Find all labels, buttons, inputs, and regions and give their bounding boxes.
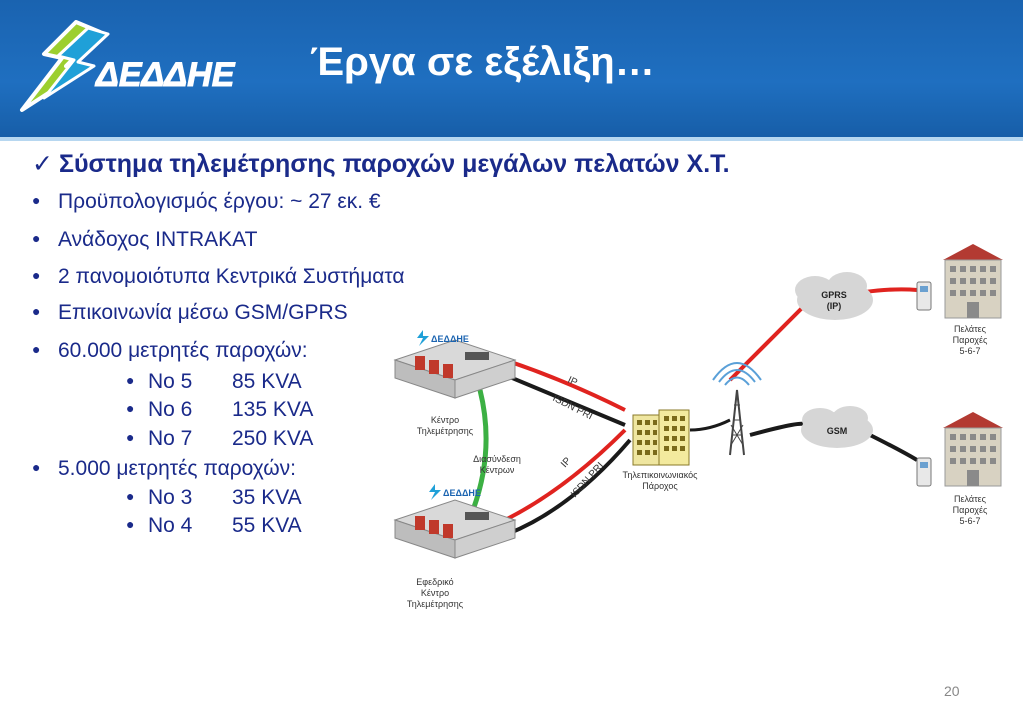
section-heading-text: Σύστημα τηλεμέτρησης παροχών μεγάλων πελ… xyxy=(58,150,730,178)
svg-text:5-6-7: 5-6-7 xyxy=(959,516,980,526)
svg-text:Παροχές: Παροχές xyxy=(953,505,988,515)
ip-line-top xyxy=(504,358,626,412)
deddie-mini-logo-icon: ΔΕΔΔΗΕ xyxy=(417,330,469,346)
section-heading: ✓Σύστημα τηλεμέτρησης παροχών μεγάλων πε… xyxy=(32,149,730,179)
customer-building-icon xyxy=(916,244,1003,319)
svg-text:Εφεδρικό: Εφεδρικό xyxy=(416,577,453,587)
gsm-line-right xyxy=(869,433,919,462)
gsm-cloud-icon xyxy=(801,406,873,448)
svg-text:Κέντρο: Κέντρο xyxy=(431,415,459,425)
ip-label: IP xyxy=(566,375,580,389)
isdn-line-top xyxy=(504,373,626,427)
list-item: ●Ανάδοχος INTRAKAT xyxy=(32,228,258,251)
deddie-logo: ΔΕΔΔΗΕ xyxy=(20,20,236,112)
antenna-tower-icon xyxy=(712,362,762,456)
bullet-icon: ● xyxy=(32,341,41,357)
page-title: Έργα σε εξέλιξη… xyxy=(310,40,655,84)
ip-line-bottom xyxy=(504,428,627,522)
checkmark-icon: ✓ xyxy=(32,150,53,178)
svg-text:ΔΕΔΔΗΕ: ΔΕΔΔΗΕ xyxy=(94,56,236,94)
bullet-icon: ● xyxy=(126,372,135,388)
bullet-icon: ● xyxy=(32,230,41,246)
bullet-icon: ● xyxy=(126,400,135,416)
bullet-icon: ● xyxy=(32,303,41,319)
control-center-icon xyxy=(393,339,517,399)
list-item: ●5.000 μετρητές παροχών: xyxy=(32,457,296,480)
svg-text:Πάροχος: Πάροχος xyxy=(642,481,678,491)
svg-text:Πελάτες: Πελάτες xyxy=(954,494,987,504)
bullet-icon: ● xyxy=(126,488,135,504)
customer-building-icon xyxy=(916,412,1003,487)
svg-text:GSM: GSM xyxy=(827,426,848,436)
backup-center-icon xyxy=(393,499,517,559)
svg-text:Κέντρο: Κέντρο xyxy=(421,588,449,598)
svg-text:Τηλεμέτρησης: Τηλεμέτρησης xyxy=(407,599,464,609)
svg-text:5-6-7: 5-6-7 xyxy=(959,346,980,356)
svg-text:ΔΕΔΔΗΕ: ΔΕΔΔΗΕ xyxy=(443,488,481,498)
bullet-icon: ● xyxy=(32,459,41,475)
bullet-icon: ● xyxy=(126,429,135,445)
gsm-line-left xyxy=(749,421,807,437)
svg-text:Διασύνδεση: Διασύνδεση xyxy=(473,454,521,464)
bullet-icon: ● xyxy=(32,192,41,208)
network-diagram: IP ISDN PRI IP ISDN PRI ΔΕΔΔΗΕ Κέντρο Τη… xyxy=(393,244,1003,609)
center-link-line xyxy=(470,389,489,511)
svg-text:Τηλεμέτρησης: Τηλεμέτρησης xyxy=(417,426,474,436)
list-item: ●Προϋπολογισμός έργου: ~ 27 εκ. € xyxy=(32,190,381,213)
svg-text:GPRS: GPRS xyxy=(821,290,847,300)
list-item: ●60.000 μετρητές παροχών: xyxy=(32,339,308,362)
svg-text:Παροχές: Παροχές xyxy=(953,335,988,345)
header-bar xyxy=(0,0,1023,137)
gprs-cloud-icon xyxy=(795,272,873,320)
bullet-icon: ● xyxy=(32,267,41,283)
svg-text:ΔΕΔΔΗΕ: ΔΕΔΔΗΕ xyxy=(431,334,469,344)
ip-label: IP xyxy=(559,455,574,470)
svg-text:Πελάτες: Πελάτες xyxy=(954,324,987,334)
header-stripe xyxy=(0,137,1023,141)
gprs-line-right xyxy=(864,287,918,294)
gprs-line-left xyxy=(728,303,807,382)
isdn-line-bottom xyxy=(504,438,632,537)
svg-text:Κέντρων: Κέντρων xyxy=(480,465,515,475)
list-item: ●Επικοινωνία μέσω GSM/GPRS xyxy=(32,301,348,324)
svg-text:Τηλεπικοινωνιακός: Τηλεπικοινωνιακός xyxy=(623,470,699,480)
bullet-icon: ● xyxy=(126,516,135,532)
deddie-mini-logo-icon: ΔΕΔΔΗΕ xyxy=(429,484,481,500)
page-number: 20 xyxy=(944,683,960,699)
telecom-building-icon xyxy=(632,409,690,466)
list-item: ●2 πανομοιότυπα Κεντρικά Συστήματα xyxy=(32,265,405,288)
svg-text:(IP): (IP) xyxy=(827,301,842,311)
